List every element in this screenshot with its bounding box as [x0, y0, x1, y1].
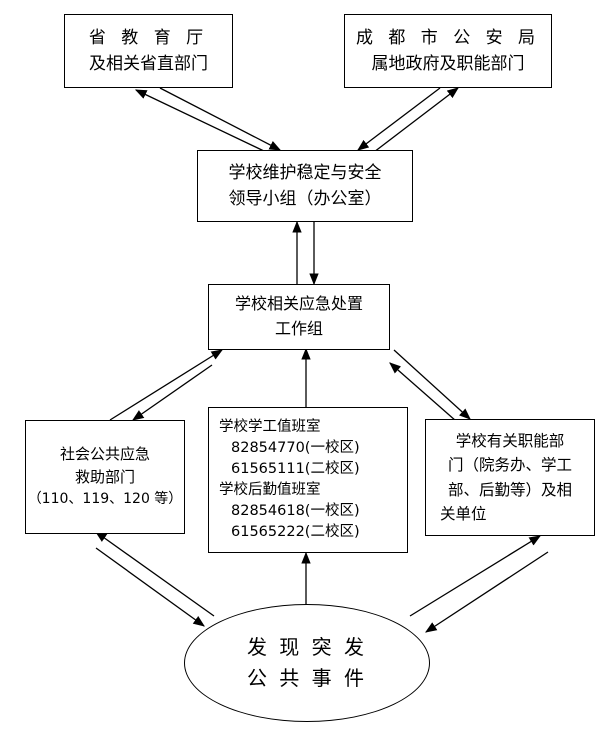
arrow-functional-to-incident [425, 551, 549, 633]
functional-depts-line-1: 学校有关职能部 [455, 432, 565, 451]
duty-rooms-line-6: 61565222(二校区) [231, 524, 360, 541]
arrow-edu-to-leadership [159, 87, 282, 151]
duty-rooms-line-2: 82854770(一校区) [231, 439, 360, 456]
public-rescue-line-2: 救助部门 [74, 468, 135, 487]
public-rescue-line-1: 社会公共应急 [59, 444, 150, 463]
node-education-dept: 省 教 育 厅 及相关省直部门 [64, 14, 233, 88]
incident-line-1: 发 现 突 发 [246, 635, 368, 659]
functional-depts-line-4: 关单位 [440, 504, 487, 523]
arrow-emergency-to-rescue [132, 364, 213, 421]
emergency-group-line-2: 工作组 [274, 319, 323, 338]
node-leadership-group: 学校维护稳定与安全 领导小组（办公室） [197, 150, 413, 222]
public-security-line-1: 成 都 市 公 安 局 [355, 27, 541, 48]
arrow-functional-to-emergency [389, 362, 457, 422]
node-functional-depts: 学校有关职能部 门（院务办、学工 部、后勤等）及相 关单位 [425, 419, 595, 536]
public-rescue-line-3: （110、119、120 等） [27, 491, 183, 508]
duty-rooms-line-5: 82854618(一校区) [231, 503, 360, 520]
duty-rooms-line-1: 学校学工值班室 [219, 418, 321, 435]
functional-depts-line-3: 部、后勤等）及相 [447, 480, 572, 499]
arrow-leadership-to-edu [134, 89, 267, 153]
public-security-line-2: 属地政府及职能部门 [371, 54, 525, 74]
incident-line-2: 公 共 事 件 [246, 666, 368, 690]
functional-depts-line-2: 门（院务办、学工 [447, 456, 572, 475]
education-dept-line-1: 省 教 育 厅 [88, 27, 209, 48]
arrow-incident-to-functional [409, 535, 541, 617]
arrow-rescue-to-incident [95, 547, 205, 627]
arrow-incident-to-rescue [95, 531, 215, 617]
emergency-group-line-1: 学校相关应急处置 [234, 294, 363, 314]
node-public-rescue: 社会公共应急 救助部门 （110、119、120 等） [25, 420, 185, 534]
duty-rooms-line-3: 61565111(二校区) [231, 460, 360, 477]
node-emergency-group: 学校相关应急处置 工作组 [208, 284, 390, 350]
node-incident: 发 现 突 发 公 共 事 件 [184, 604, 430, 722]
node-public-security: 成 都 市 公 安 局 属地政府及职能部门 [344, 14, 552, 88]
arrow-police-to-leadership [357, 87, 441, 151]
education-dept-line-2: 及相关省直部门 [89, 54, 208, 74]
arrow-rescue-to-emergency [109, 349, 223, 421]
leadership-group-line-2: 领导小组（办公室） [228, 189, 382, 209]
arrow-emergency-to-functional [393, 349, 471, 420]
node-duty-rooms: 学校学工值班室 82854770(一校区) 61565111(二校区) 学校后勤… [208, 407, 408, 553]
leadership-group-line-1: 学校维护稳定与安全 [228, 162, 382, 183]
duty-rooms-line-4: 学校后勤值班室 [219, 482, 321, 498]
arrow-leadership-to-police [373, 87, 459, 153]
